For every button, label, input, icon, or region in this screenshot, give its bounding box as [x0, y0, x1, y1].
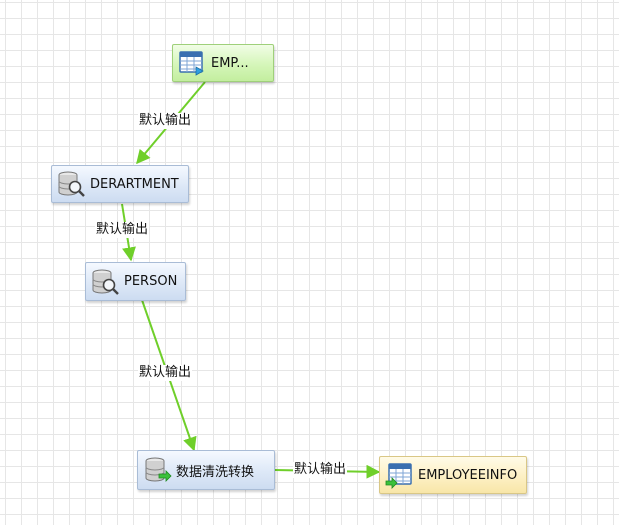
node-label: 数据清洗转换 — [176, 464, 255, 480]
edge-label-person-to-clean: 默认输出 — [138, 365, 193, 381]
database-search-icon — [90, 267, 120, 297]
node-label: EMP... — [211, 55, 249, 71]
node-department[interactable]: DERARTMENT — [51, 165, 189, 203]
edge-label-emp-to-department: 默认输出 — [138, 113, 193, 129]
node-employeeinfo[interactable]: EMPLOYEEINFO — [379, 456, 527, 494]
table-input-icon — [384, 460, 414, 490]
table-output-icon — [177, 48, 207, 78]
node-label: DERARTMENT — [90, 176, 179, 192]
database-transform-icon — [142, 455, 172, 485]
node-data-cleaning[interactable]: 数据清洗转换 — [137, 450, 275, 490]
node-person[interactable]: PERSON — [85, 262, 186, 301]
edge-label-department-to-person: 默认输出 — [95, 222, 150, 238]
node-label: EMPLOYEEINFO — [418, 467, 518, 483]
node-label: PERSON — [124, 274, 178, 289]
edge-label-clean-to-employeeinfo: 默认输出 — [293, 462, 348, 478]
database-search-icon — [56, 169, 86, 199]
node-emp[interactable]: EMP... — [172, 44, 274, 82]
